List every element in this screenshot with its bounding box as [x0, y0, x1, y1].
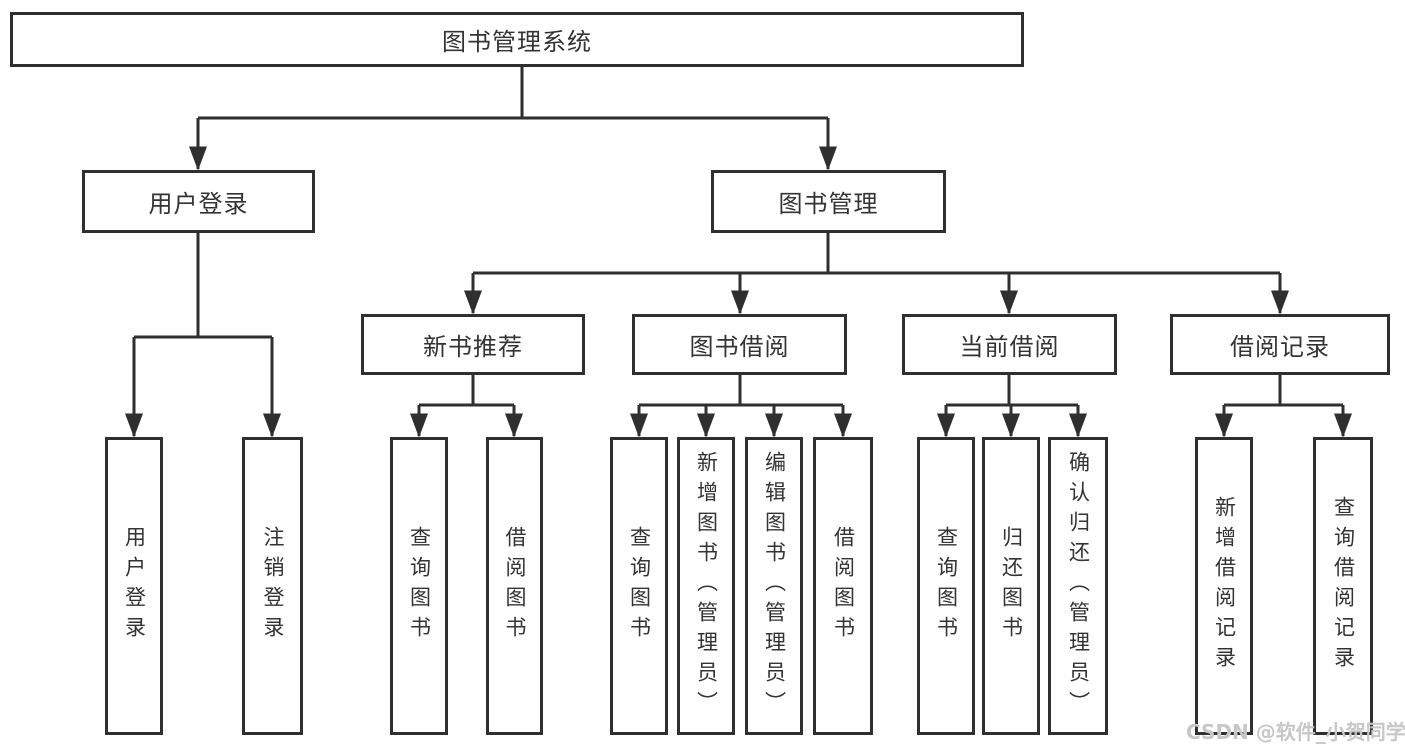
leaf-bb-add-books-admin: 新增图书（管理员）	[677, 437, 735, 735]
connector-user-login-rail	[134, 233, 272, 339]
node-new-book-recommend: 新书推荐	[361, 314, 585, 375]
leaf-cb-return-books: 归还图书	[982, 437, 1040, 735]
connector-book-mgmt-rail	[473, 233, 1280, 275]
connector-borrowing-rail	[639, 375, 843, 407]
leaf-bb-borrow-books: 借阅图书	[813, 437, 873, 735]
node-book-management: 图书管理	[711, 170, 946, 233]
leaf-br-query-record: 查询借阅记录	[1313, 437, 1373, 735]
leaf-nbr-borrow-books: 借阅图书	[486, 437, 543, 735]
csdn-watermark: CSDN @软件_小贺同学	[1186, 720, 1405, 744]
node-book-borrowing: 图书借阅	[632, 314, 847, 375]
leaf-nbr-query-books: 查询图书	[390, 437, 448, 735]
leaf-br-add-record: 新增借阅记录	[1195, 437, 1253, 735]
node-current-borrowing: 当前借阅	[902, 314, 1117, 375]
node-borrowing-records: 借阅记录	[1170, 314, 1390, 375]
leaf-cb-query-books: 查询图书	[917, 437, 975, 735]
leaf-bb-query-books: 查询图书	[610, 437, 668, 735]
connector-root-rail	[198, 67, 828, 120]
connector-current-rail	[946, 375, 1078, 407]
connector-new-book-rail	[419, 375, 514, 407]
node-root-system: 图书管理系统	[10, 12, 1024, 67]
leaf-user-login: 用户登录	[105, 437, 163, 735]
leaf-cb-confirm-return-admin: 确认归还（管理员）	[1048, 437, 1108, 735]
leaf-bb-edit-books-admin: 编辑图书（管理员）	[745, 437, 803, 735]
leaf-logout: 注销登录	[242, 437, 303, 735]
connector-records-rail	[1224, 375, 1343, 407]
node-user-login: 用户登录	[82, 170, 315, 233]
